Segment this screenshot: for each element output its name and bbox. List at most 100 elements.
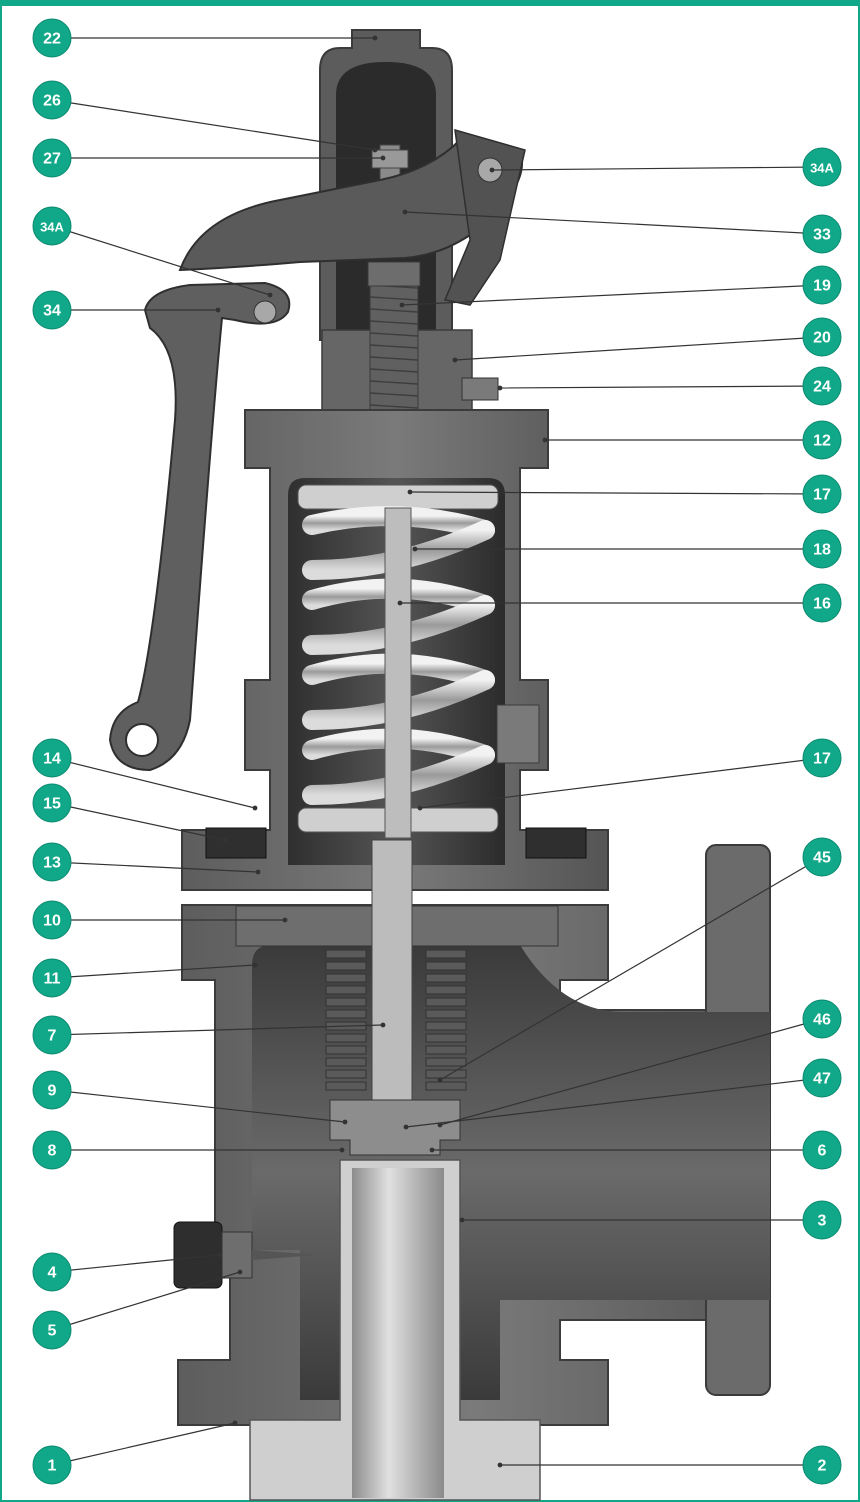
callout-anchor-dot — [429, 1147, 435, 1153]
callout-badge-circle — [32, 1015, 72, 1055]
callout-leader — [51, 861, 259, 873]
callout-label: 27 — [43, 151, 61, 168]
callout-badge-circle — [802, 529, 842, 569]
callout-badge: 46 — [802, 999, 842, 1039]
callout-anchor-dot — [372, 147, 378, 153]
callout-badge-circle — [802, 1058, 842, 1098]
callout-anchor-dot — [542, 437, 548, 443]
callout-anchor-dot — [222, 837, 228, 843]
callout-anchor-dot — [437, 1122, 443, 1128]
spindle — [384, 507, 412, 839]
callout-label: 5 — [48, 1323, 57, 1340]
callout-badge: 4 — [32, 1252, 72, 1292]
callout-label: 24 — [813, 379, 831, 396]
lever-eye — [125, 723, 159, 757]
callout-label: 13 — [43, 855, 61, 872]
callout-leader — [439, 1018, 823, 1126]
callout-badge: 47 — [802, 1058, 842, 1098]
callout-badge: 2 — [802, 1445, 842, 1485]
nozzle-bore — [352, 1168, 444, 1498]
callout-badges: 22262734A34141513101179845134A3319202412… — [32, 18, 842, 1485]
callout-label: 33 — [813, 227, 831, 244]
callout-badge-circle — [32, 1310, 72, 1350]
callout-anchor-dot — [397, 600, 403, 606]
callout-badge: 3 — [802, 1200, 842, 1240]
callout-badge: 18 — [802, 529, 842, 569]
callout-label: 14 — [43, 751, 61, 768]
callout-leader — [499, 385, 823, 389]
callout-label: 47 — [813, 1071, 831, 1088]
callout-badge: 33 — [802, 214, 842, 254]
callout-label: 22 — [43, 31, 61, 48]
callout-badge-circle — [802, 420, 842, 460]
callout-leader — [51, 99, 376, 151]
callout-label: 7 — [48, 1028, 57, 1045]
callout-badge: 13 — [32, 842, 72, 882]
callout-badge: 10 — [32, 900, 72, 940]
callout-leader — [401, 284, 823, 306]
callout-label: 46 — [813, 1012, 831, 1029]
callout-badge: 8 — [32, 1130, 72, 1170]
callout-anchor-dot — [380, 155, 386, 161]
callout-badge-circle — [32, 206, 72, 246]
callout-badge-circle — [802, 147, 842, 187]
callout-label: 18 — [813, 542, 831, 559]
callout-badge: 22 — [32, 18, 72, 58]
callout-badge-circle — [32, 783, 72, 823]
callout-badge: 9 — [32, 1070, 72, 1110]
callout-label: 45 — [813, 850, 831, 867]
callout-anchor-dot — [342, 1119, 348, 1125]
callout-anchor-dot — [237, 1269, 243, 1275]
vent-port — [496, 704, 540, 764]
callout-leader — [491, 166, 823, 171]
callout-badge-circle — [802, 583, 842, 623]
callout-badge: 27 — [32, 138, 72, 178]
callout-anchor-dot — [437, 1077, 443, 1083]
callout-anchor-dot — [459, 1217, 465, 1223]
callout-label: 15 — [43, 796, 61, 813]
callout-anchor-dot — [403, 1124, 409, 1130]
callout-leader — [419, 757, 823, 809]
callout-label: 34 — [43, 303, 61, 320]
callout-label: 34A — [40, 220, 64, 235]
callout-label: 10 — [43, 913, 61, 930]
callout-leader — [51, 225, 271, 296]
stem — [371, 839, 413, 1131]
callout-badge-circle — [32, 1252, 72, 1292]
callout-leader — [454, 336, 823, 361]
callout-badge-circle — [32, 900, 72, 940]
callout-badge: 34A — [802, 147, 842, 187]
lever-fork — [178, 138, 524, 272]
pin-left — [253, 300, 277, 324]
callout-badge-circle — [802, 1200, 842, 1240]
callout-anchor-dot — [407, 489, 413, 495]
callout-badge: 17 — [802, 474, 842, 514]
callout-anchor-dot — [412, 546, 418, 552]
bellows — [325, 949, 467, 1091]
callout-anchor-dot — [252, 962, 258, 968]
callout-badge-circle — [32, 1445, 72, 1485]
callout-badge: 45 — [802, 837, 842, 877]
callout-badge: 24 — [802, 366, 842, 406]
callout-badge-circle — [802, 837, 842, 877]
callout-badge: 26 — [32, 80, 72, 120]
callout-anchor-dot — [452, 357, 458, 363]
callout-anchor-dot — [255, 869, 261, 875]
callout-leader — [51, 1089, 346, 1123]
callout-leader — [404, 211, 823, 235]
callout-label: 11 — [44, 971, 61, 988]
callout-anchor-dot — [417, 805, 423, 811]
callout-badge-circle — [32, 80, 72, 120]
callout-anchor-dot — [217, 1252, 223, 1258]
callout-leader — [51, 757, 256, 809]
callout-badge-circle — [32, 738, 72, 778]
stud-nut-right — [525, 827, 587, 859]
callout-anchor-dot — [267, 292, 273, 298]
callout-label: 12 — [813, 433, 831, 450]
callout-badge-circle — [32, 1070, 72, 1110]
lever-fork-arm — [443, 128, 526, 306]
callout-leader — [51, 964, 256, 979]
callout-label: 20 — [813, 330, 831, 347]
